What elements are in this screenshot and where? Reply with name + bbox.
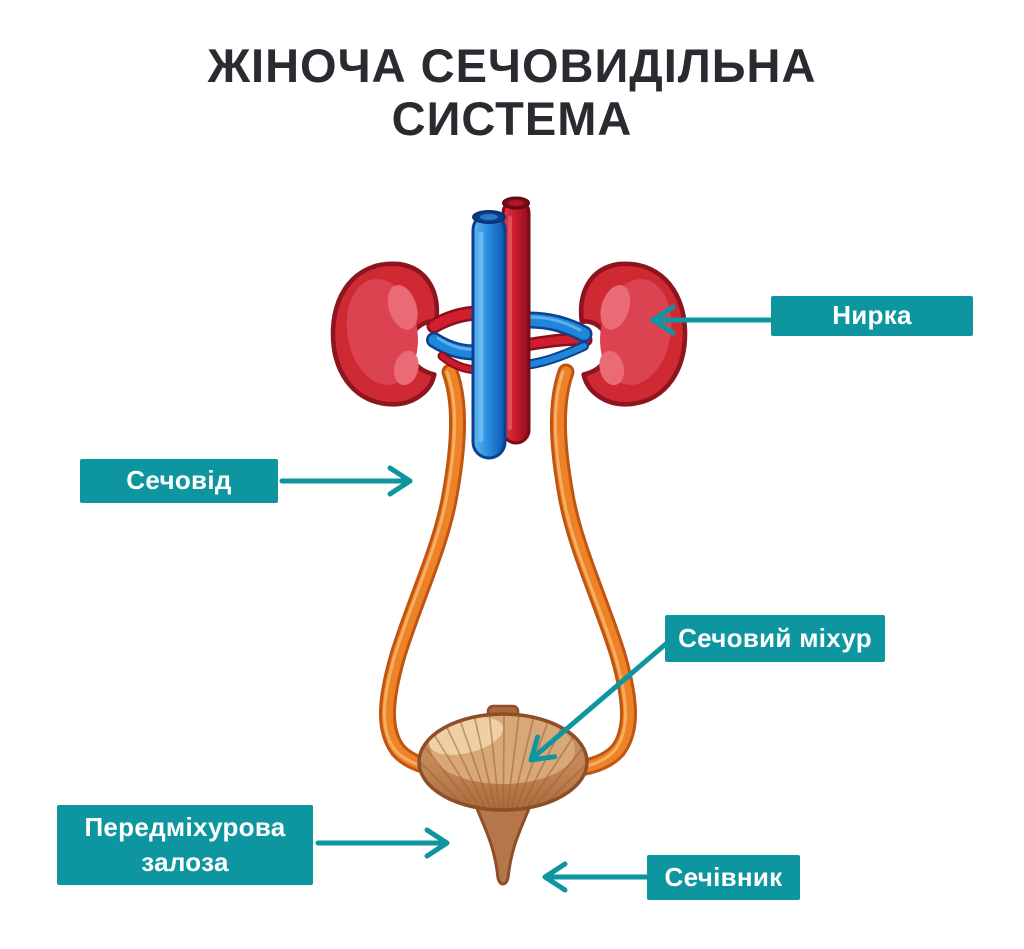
ureter-right-graphic	[545, 363, 637, 779]
prostate-label: Передміхурова залоза	[57, 805, 313, 885]
kidney-label: Нирка	[771, 296, 973, 336]
inferior-vena-cava	[471, 210, 507, 460]
bladder-graphic	[417, 704, 589, 886]
kidney-left	[330, 261, 440, 407]
prostate-arrow	[315, 827, 450, 859]
ureter-arrow	[279, 465, 413, 497]
kidney-arrow	[650, 304, 774, 336]
kidney-right	[578, 261, 688, 407]
urethra-label: Сечівник	[647, 855, 800, 900]
bladder-arrow	[528, 640, 670, 763]
aorta	[501, 196, 531, 445]
ureter-label: Сечовід	[80, 459, 278, 503]
urethra-arrow	[542, 861, 650, 893]
callout-arrows	[279, 304, 774, 893]
ureter-left-graphic	[379, 363, 471, 779]
page-title: ЖІНОЧА СЕЧОВИДІЛЬНА СИСТЕМА	[207, 39, 817, 145]
bladder-label: Сечовий міхур	[665, 615, 885, 662]
